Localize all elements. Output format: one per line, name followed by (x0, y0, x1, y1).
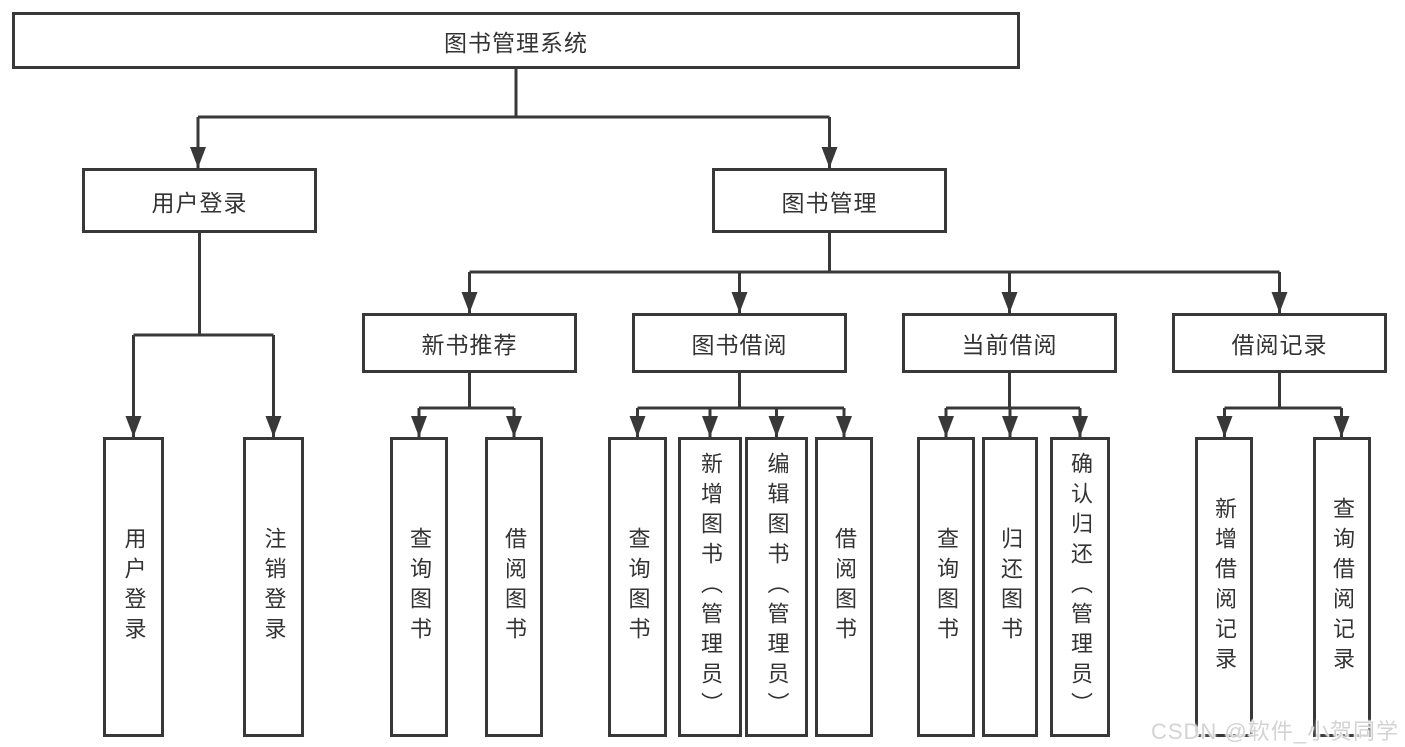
arrowheads (125, 147, 1350, 437)
node-new-book-recommend: 新书推荐 (362, 313, 577, 373)
node-user-login: 用户登录 (82, 168, 317, 233)
leaf-confirm-return-admin: 确认归还（管理员） (1050, 437, 1110, 737)
arrowhead-icon (731, 292, 748, 313)
leaf-query-borrow-record: 查询借阅记录 (1313, 437, 1371, 737)
leaf-current-query-books: 查询图书 (917, 437, 975, 737)
csdn-watermark: CSDN @软件_小贺同学 (1150, 719, 1399, 744)
leaf-query-borrow-record-label: 查询借阅记录 (1330, 497, 1355, 677)
leaf-confirm-return-admin-label: 确认归还（管理员） (1068, 452, 1093, 722)
leaf-logout-label: 注销登录 (261, 527, 287, 647)
leaf-edit-books-admin-label: 编辑图书（管理员） (764, 452, 790, 722)
leaf-user-login-label: 用户登录 (121, 527, 147, 647)
connector-new-book-rec-children (417, 373, 516, 437)
connector-borrow-records-children (1223, 373, 1343, 437)
node-current-borrow: 当前借阅 (902, 313, 1117, 373)
leaf-add-borrow-record-label: 新增借阅记录 (1212, 497, 1237, 677)
leaf-recommend-query-books: 查询图书 (390, 437, 448, 737)
connector-book-borrow-children (636, 373, 846, 437)
leaf-recommend-query-books-label: 查询图书 (407, 527, 432, 647)
node-book-borrow-label: 图书借阅 (691, 332, 788, 358)
node-root-label: 图书管理系统 (444, 29, 588, 56)
leaf-add-books-admin-label: 新增图书（管理员） (698, 452, 723, 722)
connector-book-mgmt-children (468, 233, 1281, 313)
arrowhead-icon (1271, 292, 1288, 313)
leaf-current-query-books-label: 查询图书 (934, 527, 959, 647)
arrowhead-icon (836, 416, 852, 437)
connector-root-to-level2 (196, 68, 831, 168)
leaf-logout: 注销登录 (243, 437, 304, 737)
leaf-user-login: 用户登录 (103, 437, 164, 737)
leaf-add-books-admin: 新增图书（管理员） (678, 437, 742, 737)
node-book-management: 图书管理 (712, 168, 947, 233)
arrowhead-icon (768, 416, 785, 437)
leaf-recommend-borrow-books: 借阅图书 (485, 437, 543, 737)
arrowhead-icon (702, 416, 718, 437)
arrowhead-icon (629, 416, 646, 437)
leaf-return-books: 归还图书 (982, 437, 1038, 737)
node-book-management-label: 图书管理 (781, 189, 878, 216)
arrowhead-icon (411, 416, 427, 437)
connector-user-login-children (132, 233, 275, 437)
node-borrow-records: 借阅记录 (1172, 313, 1387, 373)
arrowhead-icon (938, 416, 954, 437)
leaf-borrow-query-books: 查询图书 (608, 437, 667, 737)
arrowhead-icon (265, 416, 282, 437)
connector-paths (132, 68, 1343, 437)
node-user-login-label: 用户登录 (151, 189, 248, 216)
arrowhead-icon (1072, 416, 1088, 437)
arrowhead-icon (1002, 416, 1018, 437)
leaf-borrow-books-label: 借阅图书 (832, 527, 857, 647)
node-root: 图书管理系统 (12, 12, 1020, 69)
leaf-borrow-books: 借阅图书 (815, 437, 873, 737)
leaf-return-books-label: 归还图书 (998, 527, 1023, 647)
leaf-recommend-borrow-books-label: 借阅图书 (502, 527, 527, 647)
arrowhead-icon (1001, 292, 1018, 313)
leaf-add-borrow-record: 新增借阅记录 (1195, 437, 1253, 737)
arrowhead-icon (461, 292, 478, 313)
arrowhead-icon (1216, 416, 1233, 437)
node-borrow-records-label: 借阅记录 (1231, 332, 1328, 358)
node-book-borrow: 图书借阅 (632, 313, 847, 373)
arrowhead-icon (125, 416, 142, 437)
leaf-edit-books-admin: 编辑图书（管理员） (745, 437, 808, 737)
leaf-borrow-query-books-label: 查询图书 (625, 527, 651, 647)
arrowhead-icon (506, 416, 522, 437)
node-current-borrow-label: 当前借阅 (961, 332, 1058, 358)
arrowhead-icon (1333, 416, 1350, 437)
node-new-book-recommend-label: 新书推荐 (421, 332, 518, 358)
arrowhead-icon (821, 147, 838, 168)
arrowhead-icon (190, 147, 206, 168)
